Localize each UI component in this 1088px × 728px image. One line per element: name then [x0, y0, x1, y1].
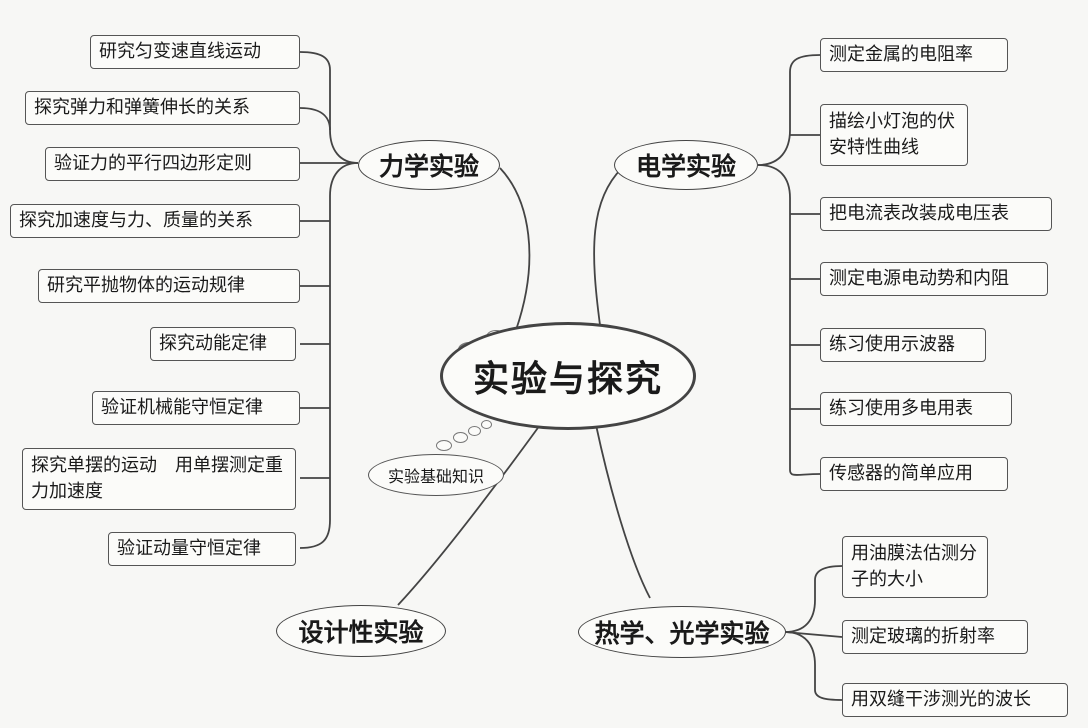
mechanics-item: 探究动能定律 [150, 327, 296, 361]
mechanics-item: 验证动量守恒定律 [108, 532, 296, 566]
electricity-item: 练习使用示波器 [820, 328, 986, 362]
mechanics-item: 探究单摆的运动 用单摆测定重力加速度 [22, 448, 296, 510]
electricity-item: 练习使用多电用表 [820, 392, 1012, 426]
basic-knowledge-node: 实验基础知识 [368, 454, 504, 496]
thermo-optics-item: 用油膜法估测分子的大小 [842, 536, 988, 598]
mechanics-item: 研究平抛物体的运动规律 [38, 269, 300, 303]
bubble-dot [468, 426, 481, 436]
mechanics-item: 探究加速度与力、质量的关系 [10, 204, 300, 238]
electricity-branch: 电学实验 [614, 140, 758, 190]
bubble-dot [481, 420, 492, 429]
electricity-item: 把电流表改装成电压表 [820, 197, 1052, 231]
electricity-item: 测定电源电动势和内阻 [820, 262, 1048, 296]
electricity-item: 描绘小灯泡的伏安特性曲线 [820, 104, 968, 166]
mechanics-branch: 力学实验 [358, 140, 500, 190]
bubble-dot [436, 440, 452, 451]
bubble-dot [453, 432, 468, 443]
electricity-item: 传感器的简单应用 [820, 457, 1008, 491]
thermo-optics-branch: 热学、光学实验 [578, 606, 786, 658]
mechanics-item: 探究弹力和弹簧伸长的关系 [25, 91, 300, 125]
design-branch: 设计性实验 [276, 605, 446, 657]
mechanics-item: 研究匀变速直线运动 [90, 35, 300, 69]
mechanics-item: 验证机械能守恒定律 [92, 391, 300, 425]
mechanics-item: 验证力的平行四边形定则 [45, 147, 300, 181]
electricity-item: 测定金属的电阻率 [820, 38, 1008, 72]
thermo-optics-item: 用双缝干涉测光的波长 [842, 683, 1068, 717]
central-topic: 实验与探究 [440, 322, 696, 430]
thermo-optics-item: 测定玻璃的折射率 [842, 620, 1028, 654]
